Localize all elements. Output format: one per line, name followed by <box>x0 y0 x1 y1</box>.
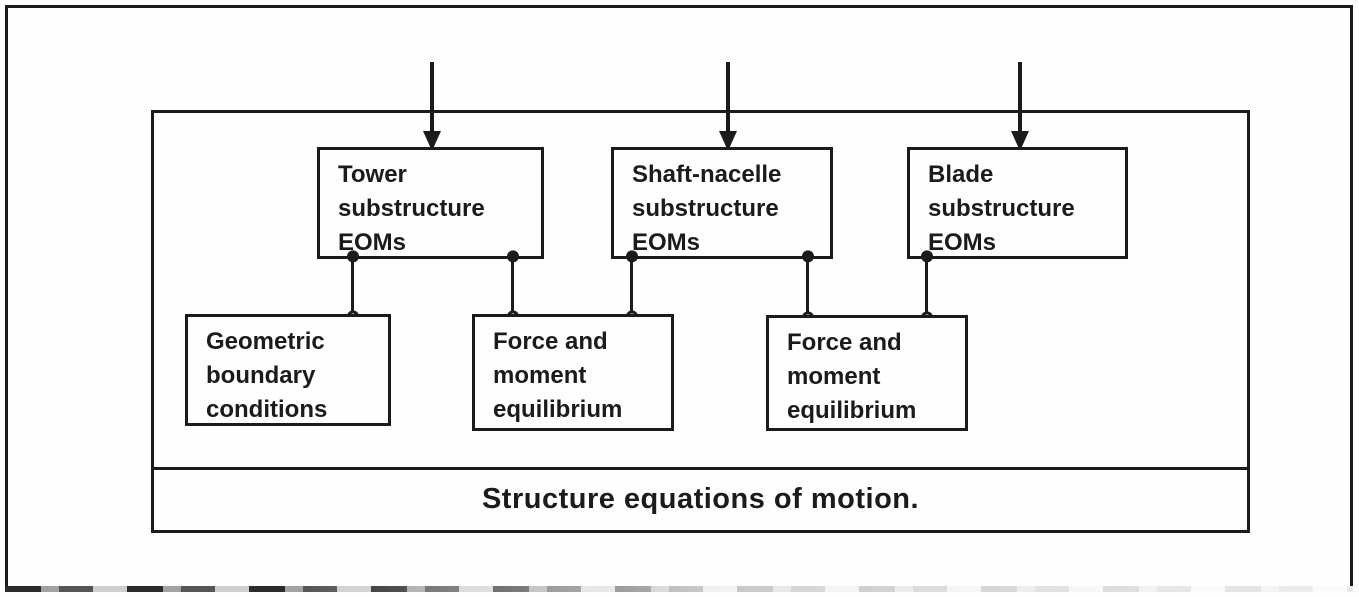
page-border-bottom-edge <box>5 586 1353 592</box>
input-down-arrow-icon <box>726 62 730 132</box>
shaft-nacelle-substructure-eoms-box: Shaft-nacelle substructure EOMs <box>611 147 833 259</box>
connector-tower-to-force1 <box>511 257 514 317</box>
page-border-frame <box>5 5 1353 589</box>
caption-band: Structure equations of motion. <box>154 467 1247 530</box>
force-moment-equilibrium-box-1: Force and moment equilibrium <box>472 314 674 431</box>
connector-tower-to-geometric <box>351 257 354 317</box>
connector-shaft-to-force2 <box>806 257 809 318</box>
input-down-arrow-icon <box>430 62 434 132</box>
container-caption: Structure equations of motion. <box>481 482 920 515</box>
input-down-arrow-icon <box>1018 62 1022 132</box>
structure-eom-container: Structure equations of motion. <box>151 110 1250 533</box>
blade-substructure-eoms-box: Blade substructure EOMs <box>907 147 1128 259</box>
force-moment-equilibrium-box-2: Force and moment equilibrium <box>766 315 968 431</box>
geometric-boundary-conditions-box: Geometric boundary conditions <box>185 314 391 426</box>
tower-substructure-eoms-box: Tower substructure EOMs <box>317 147 544 259</box>
connector-shaft-to-force1 <box>630 257 633 317</box>
connector-blade-to-force2 <box>925 257 928 318</box>
